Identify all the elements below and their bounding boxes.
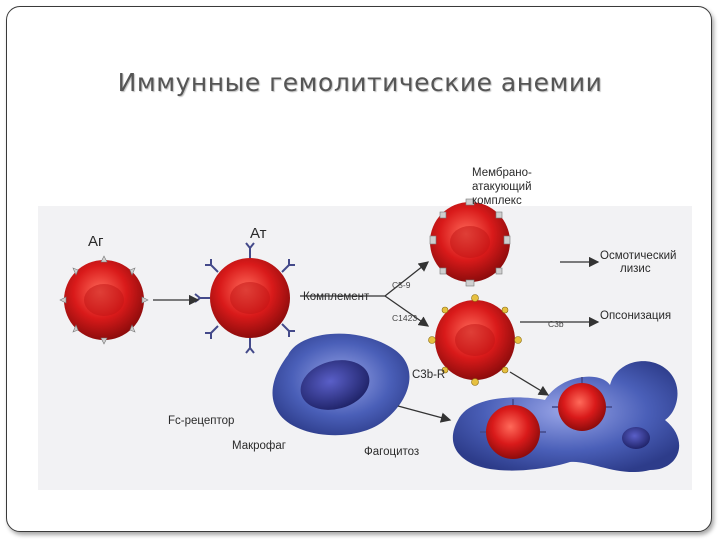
macrophage bbox=[272, 333, 410, 436]
label-c3b: С3b bbox=[548, 319, 564, 329]
label-membrane-3: комплекс bbox=[472, 195, 522, 207]
erythrocyte-mac bbox=[429, 198, 511, 287]
label-ag: Аг bbox=[88, 233, 104, 250]
label-osmotic-1: Осмотический bbox=[600, 250, 676, 262]
erythrocyte-antibody bbox=[194, 242, 295, 354]
label-membrane-2: атакующий bbox=[472, 181, 532, 193]
label-phagocytosis: Фагоцитоз bbox=[364, 446, 419, 458]
label-fc-receptor: Fc-рецептор bbox=[168, 415, 234, 427]
label-opsonization: Опсонизация bbox=[600, 310, 671, 322]
erythrocyte-antigen bbox=[59, 255, 149, 345]
arrows bbox=[153, 256, 600, 423]
phagocyte bbox=[452, 361, 680, 473]
erythrocyte-opsonized bbox=[428, 294, 522, 386]
label-osmotic-2: лизис bbox=[620, 263, 651, 275]
slide-title: Иммунные гемолитические анемии bbox=[117, 68, 603, 97]
label-macrophage: Макрофаг bbox=[232, 440, 286, 452]
label-membrane-1: Мембрано- bbox=[472, 167, 532, 179]
label-c3b-r: С3b-R bbox=[412, 369, 445, 381]
label-c1423: С1423 bbox=[392, 313, 417, 323]
label-at: Ат bbox=[250, 225, 267, 242]
label-complement: Комплемент bbox=[303, 291, 370, 303]
label-c59: С5-9 bbox=[392, 280, 411, 290]
